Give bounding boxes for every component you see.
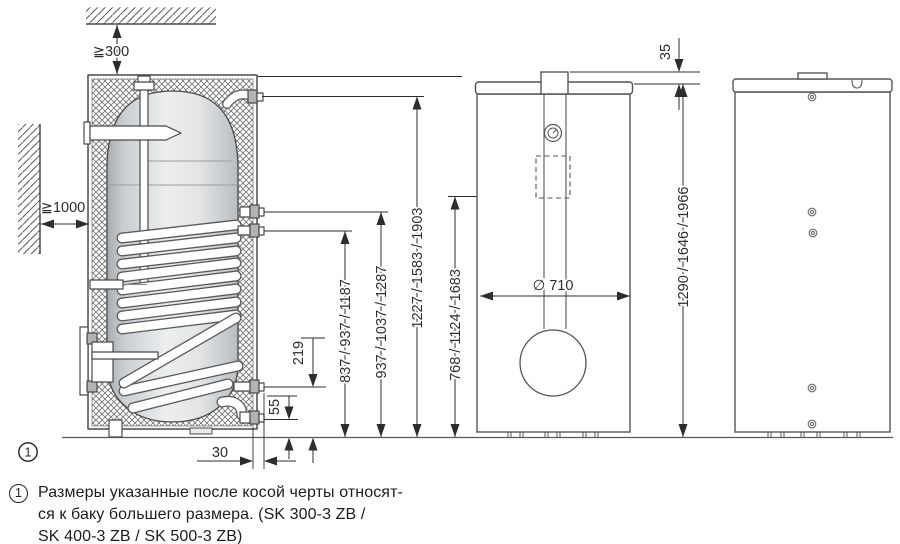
footnote-line: ся к баку большего размера. (SK 300-3 ZB… — [38, 506, 366, 523]
base-plate — [189, 427, 213, 435]
drawing-marker-label: 1 — [24, 445, 31, 460]
footnote-line: SK 400-3 ZB / SK 500-3 ZB) — [38, 528, 243, 544]
section-view — [79, 74, 265, 438]
nameplate-area — [535, 155, 571, 199]
sensor-well — [83, 121, 182, 145]
tank-dimension-drawing: ≧300 ≧1000 — [18, 7, 893, 469]
cable-notch — [851, 79, 863, 89]
hot-water-connection — [222, 89, 264, 109]
footnote-line: Размеры указанные после косой черты отно… — [38, 484, 403, 501]
dim-tank-diameter: ∅ 710 — [533, 278, 574, 294]
rear-feet — [767, 432, 861, 438]
cold-water-elbow — [216, 395, 265, 425]
foot — [108, 419, 123, 438]
clearance-dimensions — [41, 25, 122, 229]
side-stub — [89, 279, 147, 290]
dim-ceiling-clearance: ≧300 — [93, 44, 129, 60]
thermometer — [543, 123, 563, 143]
rear-screws — [807, 92, 818, 429]
drawing-marker — [18, 442, 38, 462]
wall-hatch — [18, 124, 41, 254]
dim-upper-connection-height: 937 / 1037 / 1287 — [374, 266, 390, 379]
dim-coil-inlet-height: 837 / 937 / 1187 — [338, 279, 354, 383]
coil-inlet-connection — [237, 223, 265, 238]
hanger-tab — [797, 72, 828, 80]
diameter-dimension — [480, 291, 630, 301]
dim-wall-clearance: ≧1000 — [41, 200, 85, 216]
front-feet — [507, 432, 599, 438]
front-view — [474, 71, 634, 438]
dim-connection-offset: 30 — [212, 445, 228, 461]
ceiling-hatch — [86, 7, 216, 25]
dim-lid-offset: 35 — [658, 44, 674, 60]
footnote-text: Размеры указанные после косой черты отно… — [38, 482, 403, 544]
dim-bottom-connection-height: 55 — [267, 399, 283, 415]
overall-height-dimension — [570, 38, 700, 437]
dim-overall-height: 1290 / 1646 / 1966 — [676, 187, 692, 308]
dim-nameplate-height: 768 / 1124 / 1683 — [448, 269, 464, 381]
rear-view — [732, 72, 893, 438]
cleaning-flange — [519, 329, 587, 397]
footnote-marker: 1 — [9, 484, 28, 503]
dim-top-connection-height: 1227 / 1583 / 1903 — [410, 208, 426, 329]
flange-assembly — [79, 326, 159, 396]
dim-coil-return-height: 219 — [291, 341, 307, 365]
heating-coil — [116, 219, 244, 414]
coil-return-connection — [233, 379, 265, 394]
upper-connection — [239, 204, 265, 219]
